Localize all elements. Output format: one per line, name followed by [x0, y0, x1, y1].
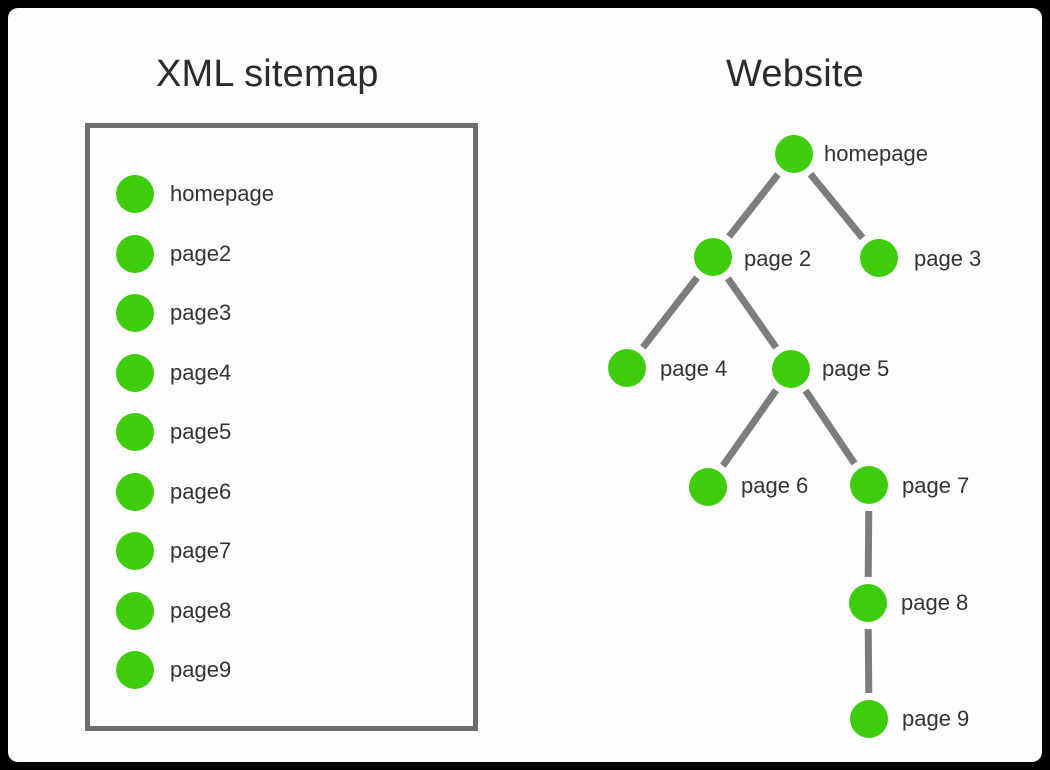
tree-node-label-page9: page 9 [902, 706, 970, 731]
tree-edge-page5-page6 [720, 388, 779, 468]
tree-node-page7 [850, 466, 888, 504]
website-tree: homepage page 2 page 3 page 4 page 5 page 6 pa… [8, 8, 1042, 762]
tree-edge-page5-page7 [802, 388, 858, 466]
sitemap-list-item-label: page2 [170, 240, 232, 266]
sitemap-list-item-label: page4 [170, 359, 232, 385]
tree-node-label-page2: page 2 [744, 246, 812, 271]
xml-sitemap-title: XML sitemap [156, 53, 379, 95]
tree-node-page5 [772, 350, 810, 388]
tree-node-label-page6: page 6 [741, 473, 809, 498]
page-node-icon [116, 234, 154, 273]
sitemap-list-item-label: page3 [170, 300, 232, 325]
tree-node-label-homepage: homepage [824, 141, 928, 166]
sitemap-list-item: page7 [116, 532, 456, 592]
tree-node-page4 [608, 349, 646, 387]
tree-edge-page2-page5 [724, 276, 780, 350]
sitemap-list-item: page8 [116, 591, 456, 652]
tree-node-page6 [689, 468, 727, 506]
tree-connectors [640, 171, 873, 694]
tree-edge-page2-page4 [640, 275, 700, 350]
xml-sitemap-list: homepage page2 page3 page4 page5 page6 page7 pa… [116, 175, 456, 711]
page-node-icon [116, 651, 154, 689]
sitemap-list-item-label: page9 [170, 657, 232, 682]
tree-edge-page8-page9 [864, 628, 873, 694]
tree-node-page2 [694, 238, 732, 276]
sitemap-list-item: page2 [116, 234, 456, 295]
tree-node-label-page7: page 7 [902, 473, 970, 498]
sitemap-list-item: page5 [116, 413, 456, 473]
page-node-icon [116, 175, 154, 213]
sitemap-list-item-label: page7 [170, 538, 232, 563]
sitemap-list-item-label: page6 [170, 478, 232, 504]
tree-node-label-page3: page 3 [914, 246, 982, 271]
sitemap-list-item-label: page5 [170, 419, 232, 444]
tree-node-label-page5: page 5 [822, 356, 890, 381]
tree-edge-homepage-page2 [726, 172, 781, 239]
page-node-icon [116, 472, 154, 511]
xml-sitemap-box [85, 123, 478, 731]
tree-node-page3 [860, 239, 898, 277]
page-node-icon [116, 532, 154, 570]
tree-node-label-page8: page 8 [901, 590, 969, 615]
sitemap-list-item: page9 [116, 651, 456, 711]
website-title: Website [726, 53, 864, 95]
sitemap-list-item-label: homepage [170, 181, 274, 206]
diagram-page: XML sitemap homepage page2 page3 page4 page5… [8, 8, 1042, 762]
sitemap-list-item: page4 [116, 353, 456, 414]
sitemap-list-item-label: page8 [170, 597, 232, 623]
page-node-icon [116, 353, 154, 392]
page-node-icon [116, 591, 154, 630]
tree-node-page9 [850, 700, 888, 738]
sitemap-list-item: page3 [116, 294, 456, 354]
tree-node-label-page4: page 4 [660, 356, 728, 381]
tree-edge-page7-page8 [864, 510, 873, 578]
sitemap-list-item: homepage [116, 175, 456, 235]
tree-node-homepage [775, 135, 813, 173]
sitemap-list-item: page6 [116, 472, 456, 533]
page-node-icon [116, 413, 154, 451]
page-node-icon [116, 294, 154, 332]
tree-node-page8 [849, 584, 887, 622]
tree-edge-homepage-page3 [807, 171, 866, 241]
